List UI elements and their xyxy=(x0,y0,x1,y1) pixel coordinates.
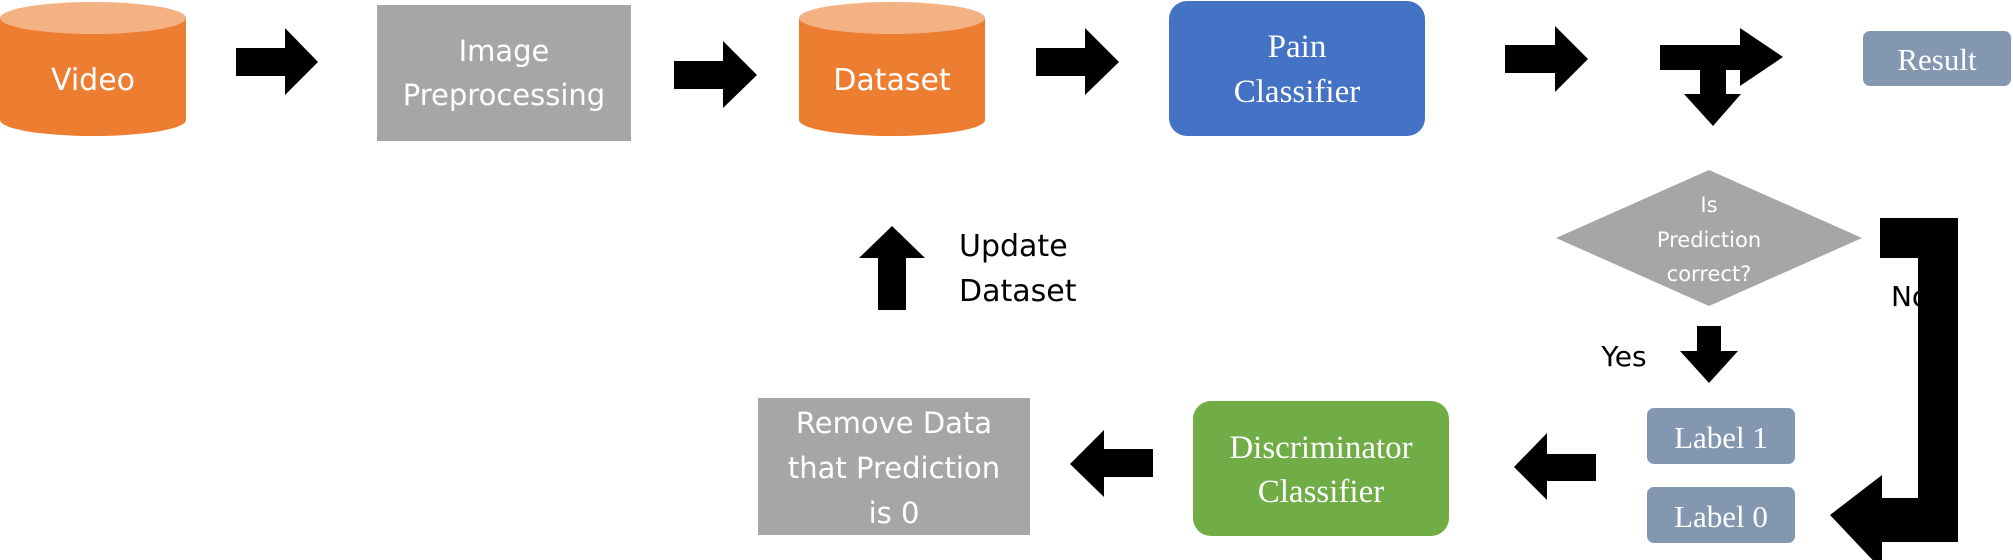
update-dataset-line-2: Dataset xyxy=(959,274,1077,309)
remove-data-line-2: that Prediction xyxy=(788,451,1000,485)
dataset-label: Dataset xyxy=(833,63,951,98)
branch-arrow xyxy=(1660,28,1783,126)
label-0-text: Label 0 xyxy=(1674,499,1768,534)
label-1-node: Label 1 xyxy=(1647,408,1795,464)
label-0-node: Label 0 xyxy=(1647,487,1795,543)
image-preprocessing-node: Image Preprocessing xyxy=(377,5,631,141)
remove-data-node: Remove Data that Prediction is 0 xyxy=(758,398,1030,535)
yes-label: Yes xyxy=(1600,340,1646,373)
arrow-pain-classifier-to-branch xyxy=(1505,26,1588,92)
arrow-discriminator-to-remove-data xyxy=(1070,430,1153,497)
remove-data-line-1: Remove Data xyxy=(796,406,992,440)
discriminator-classifier-node: Discriminator Classifier xyxy=(1193,401,1449,536)
decision-line-2: Prediction xyxy=(1657,228,1761,252)
decision-node: Is Prediction correct? xyxy=(1556,170,1862,306)
pain-classifier-line-2: Classifier xyxy=(1234,74,1360,110)
image-preprocessing-line-2: Preprocessing xyxy=(403,78,605,112)
remove-data-line-3: is 0 xyxy=(869,496,920,530)
arrow-dataset-to-pain-classifier xyxy=(1036,28,1119,95)
update-dataset-line-1: Update xyxy=(959,229,1068,264)
result-node: Result xyxy=(1863,31,2011,86)
video-label: Video xyxy=(51,63,135,98)
result-label: Result xyxy=(1897,42,1977,77)
no-arrow xyxy=(1830,218,1958,560)
yes-arrow xyxy=(1680,326,1738,383)
decision-line-1: Is xyxy=(1700,193,1717,217)
pain-classifier-node: Pain Classifier xyxy=(1169,1,1425,136)
discriminator-classifier-line-1: Discriminator xyxy=(1229,430,1412,466)
discriminator-classifier-line-2: Classifier xyxy=(1258,474,1384,510)
arrow-labels-to-discriminator xyxy=(1514,433,1596,500)
update-dataset-arrow xyxy=(859,226,925,310)
image-preprocessing-line-1: Image xyxy=(459,34,550,68)
label-1-text: Label 1 xyxy=(1674,420,1768,455)
decision-line-3: correct? xyxy=(1667,262,1752,286)
no-label: No xyxy=(1891,280,1929,313)
video-node: Video xyxy=(0,2,186,136)
arrow-video-to-preprocessing xyxy=(236,28,318,95)
arrow-preprocessing-to-dataset xyxy=(674,41,757,108)
pain-classifier-line-1: Pain xyxy=(1268,29,1327,65)
dataset-node: Dataset xyxy=(799,2,985,136)
